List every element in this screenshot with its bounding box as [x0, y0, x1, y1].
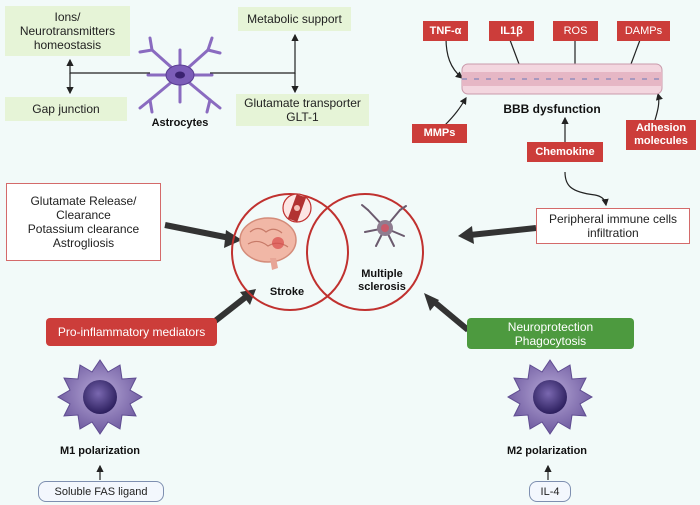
mmps-box: MMPs [412, 124, 467, 143]
m2-microglia-icon [507, 359, 593, 435]
multiple-sclerosis-label: Multiple sclerosis [358, 268, 406, 293]
astrocyte-functions-box: Glutamate Release/ Clearance Potassium c… [6, 183, 161, 261]
il1-beta-box: IL1β [489, 21, 534, 41]
il4-pill: IL-4 [529, 481, 571, 502]
bbb-dysfunction-label: BBB dysfunction [503, 102, 601, 116]
gap-junction-box: Gap junction [5, 97, 127, 121]
m1-microglia-icon [57, 359, 143, 435]
adhesion-molecules-box: Adhesion molecules [626, 120, 696, 150]
soluble-fas-ligand-pill: Soluble FAS ligand [38, 481, 164, 502]
m1-polarization-label: M1 polarization [59, 445, 141, 457]
glutamate-transporter-box: Glutamate transporter GLT-1 [236, 94, 369, 126]
damps-box: DAMPs [617, 21, 670, 41]
blood-clot-icon [282, 193, 312, 223]
astrocyte-cell-icon [138, 36, 222, 114]
stroke-label: Stroke [269, 286, 305, 298]
chemokine-box: Chemokine [527, 142, 603, 162]
neuroprotection-box: Neuroprotection Phagocytosis [467, 318, 634, 349]
ros-box: ROS [553, 21, 598, 41]
blood-vessel-icon [461, 63, 663, 95]
astrocyte-connectors [66, 33, 299, 95]
venn-diagram [231, 193, 424, 311]
main-arrows [164, 222, 537, 333]
immune-infiltration-box: Peripheral immune cells infiltration [536, 208, 690, 244]
ms-lesion-icon [361, 204, 407, 247]
m2-polarization-label: M2 polarization [506, 445, 588, 457]
astrocytes-label: Astrocytes [151, 117, 209, 129]
brain-icon [239, 217, 297, 270]
tnf-alpha-box: TNF-α [423, 21, 468, 41]
ions-homeostasis-box: Ions/ Neurotransmitters homeostasis [5, 6, 130, 56]
pro-inflammatory-mediators-box: Pro-inflammatory mediators [46, 318, 217, 346]
polarization-arrows [96, 464, 552, 480]
metabolic-support-box: Metabolic support [238, 7, 351, 31]
